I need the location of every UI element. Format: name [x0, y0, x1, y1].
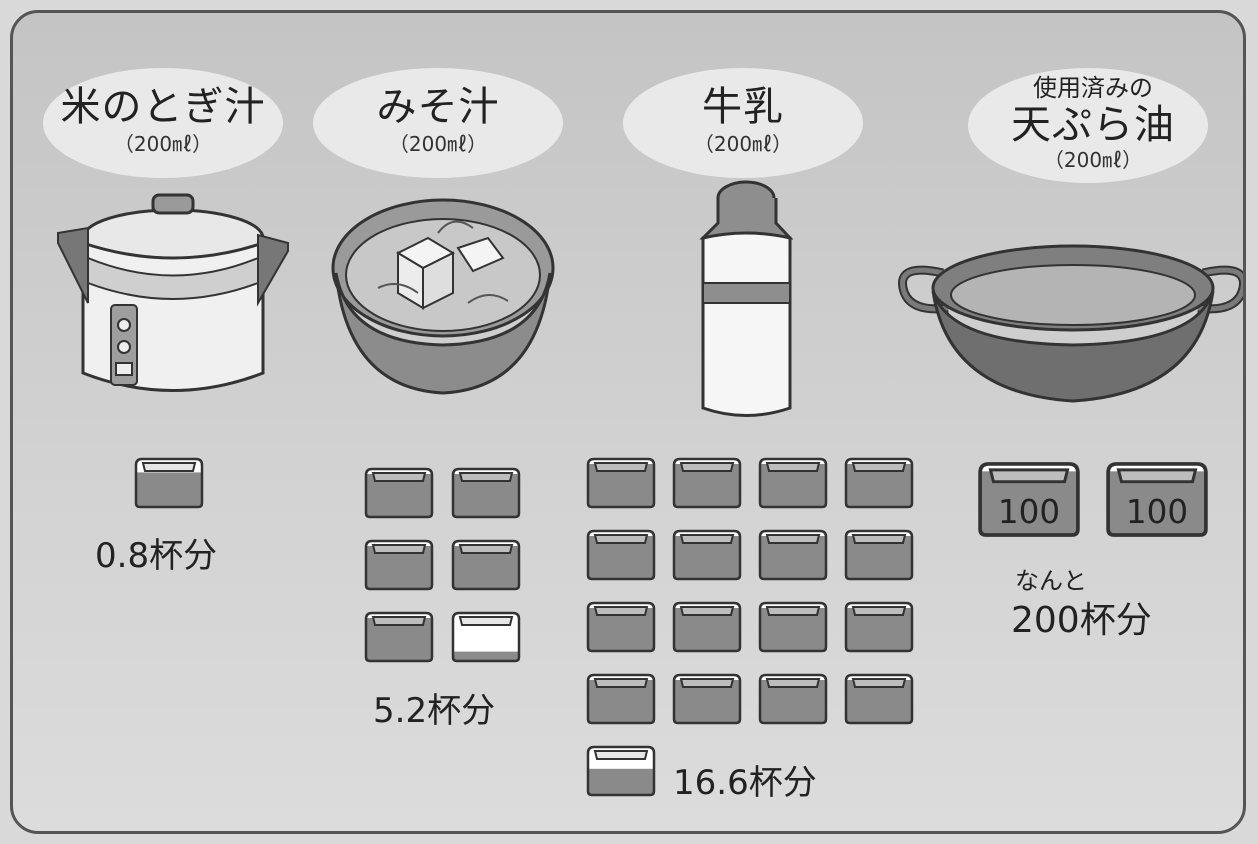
item-amount: （200㎖） [1043, 148, 1143, 172]
cup-icon [758, 457, 828, 509]
cup-icon [844, 601, 914, 653]
result-prefix: なんと [1015, 567, 1087, 595]
result-text: 16.6杯分 [673, 763, 817, 803]
rice-cooker-illustration [57, 193, 289, 392]
item-amount: （200㎖） [388, 132, 488, 156]
cup-icon [758, 601, 828, 653]
cup-icon [451, 539, 521, 591]
cup-icon [672, 457, 742, 509]
item-amount: （200㎖） [113, 132, 213, 156]
cup-icon [844, 529, 914, 581]
label-oval [623, 68, 863, 178]
cup-icon [364, 611, 434, 663]
cup-icon: 100 [978, 462, 1080, 537]
cup-icon [672, 601, 742, 653]
cup-icon [758, 673, 828, 725]
cup-icon [364, 539, 434, 591]
cup-icon [586, 529, 656, 581]
result-text: 200杯分 [1011, 600, 1152, 641]
cup-icon [586, 745, 656, 797]
label-oval [968, 68, 1208, 183]
item-name: 天ぷら油 [1011, 102, 1175, 148]
miso-soup-bowl-illustration [331, 198, 555, 395]
cup-label: 100 [998, 493, 1060, 531]
cup-icon: 100 [1106, 462, 1208, 537]
diagram-panel: 米のとぎ汁 （200㎖） 0.8杯分 みそ汁 （200㎖） [10, 10, 1246, 834]
cup-icon [672, 673, 742, 725]
cup-icon [586, 457, 656, 509]
cup-icon [586, 673, 656, 725]
cup-icon [134, 457, 204, 509]
result-text: 5.2杯分 [373, 691, 496, 731]
item-name: 米のとぎ汁 [60, 84, 266, 130]
cup-icon [672, 529, 742, 581]
cup-icon [451, 467, 521, 519]
cup-icon [758, 529, 828, 581]
item-name: 牛乳 [702, 84, 784, 130]
cup-icon [844, 457, 914, 509]
cup-icon [451, 611, 521, 663]
tempura-pot-illustration [898, 244, 1243, 403]
cup-label: 100 [1126, 493, 1188, 531]
item-amount: （200㎖） [693, 132, 793, 156]
item-name-prefix: 使用済みの [1033, 74, 1153, 102]
cup-icon [364, 467, 434, 519]
label-oval [43, 68, 283, 178]
item-name: みそ汁 [376, 84, 500, 130]
milk-bottle-illustration [699, 180, 794, 417]
cup-icon [586, 601, 656, 653]
result-text: 0.8杯分 [95, 536, 218, 576]
cup-icon [844, 673, 914, 725]
label-oval [313, 68, 563, 178]
